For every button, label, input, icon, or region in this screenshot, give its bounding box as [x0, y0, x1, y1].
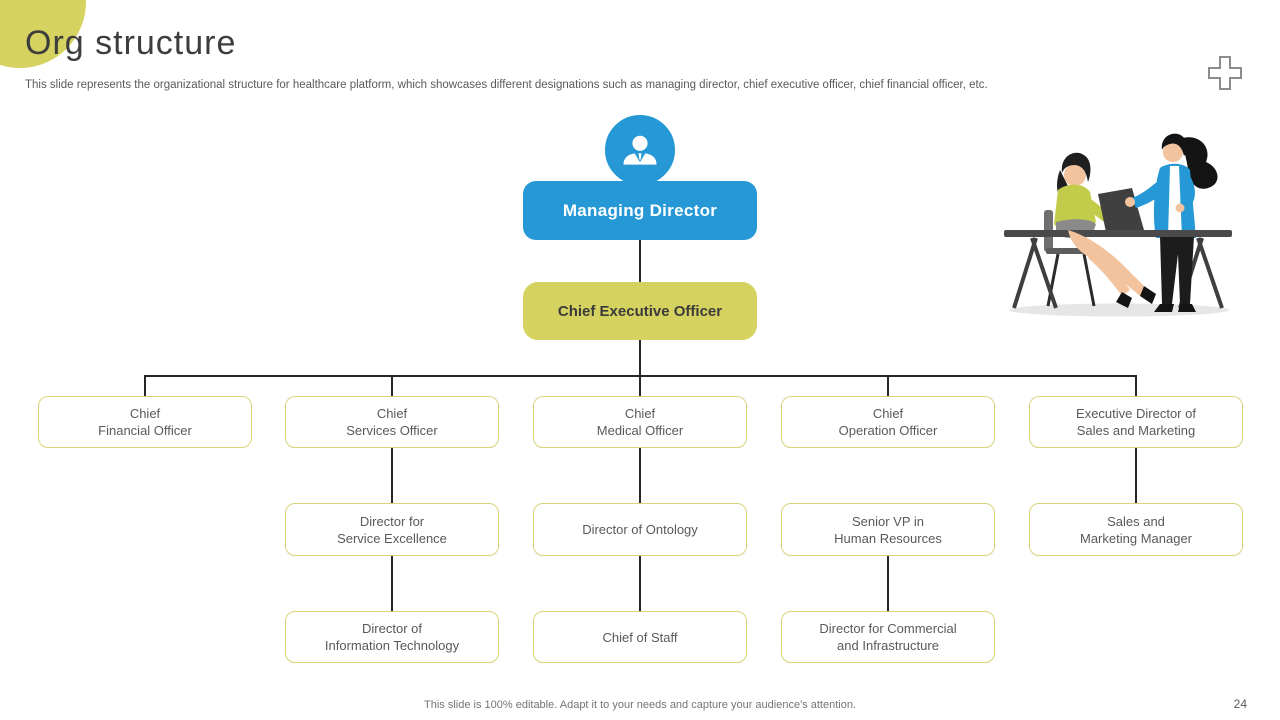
org-box-chief-of-staff: Chief of Staff [533, 611, 747, 663]
page-title: Org structure [25, 24, 237, 62]
org-box-senior-vp-human-resources: Senior VP in Human Resources [781, 503, 995, 556]
connector-line [1135, 375, 1137, 397]
org-box-managing-director: Managing Director [523, 181, 757, 240]
connector-line [639, 375, 641, 397]
plus-icon [1208, 56, 1242, 90]
connector-line [639, 240, 641, 283]
connector-line [391, 448, 393, 504]
connector-line [887, 375, 889, 397]
connector-line [391, 556, 393, 612]
page-number: 24 [1233, 697, 1247, 711]
connector-line [639, 556, 641, 612]
footer-note: This slide is 100% editable. Adapt it to… [424, 699, 856, 711]
org-box-chief-financial-officer: Chief Financial Officer [38, 396, 252, 448]
org-box-director-commercial-infrastructure: Director for Commercial and Infrastructu… [781, 611, 995, 663]
connector-line [887, 556, 889, 612]
org-box-director-of-ontology: Director of Ontology [533, 503, 747, 556]
org-box-chief-executive-officer: Chief Executive Officer [523, 282, 757, 340]
org-box-chief-operation-officer: Chief Operation Officer [781, 396, 995, 448]
org-box-executive-director-sales-marketing: Executive Director of Sales and Marketin… [1029, 396, 1243, 448]
page-subtitle: This slide represents the organizational… [25, 79, 988, 91]
connector-line [144, 375, 146, 397]
org-box-chief-medical-officer: Chief Medical Officer [533, 396, 747, 448]
org-box-director-service-excellence: Director for Service Excellence [285, 503, 499, 556]
org-box-sales-marketing-manager: Sales and Marketing Manager [1029, 503, 1243, 556]
connector-line [1135, 448, 1137, 504]
avatar [602, 112, 678, 188]
connector-line [391, 375, 393, 397]
connector-line [639, 448, 641, 504]
two-women-at-desk-illustration [1004, 133, 1232, 317]
org-box-director-information-technology: Director of Information Technology [285, 611, 499, 663]
org-box-chief-services-officer: Chief Services Officer [285, 396, 499, 448]
person-icon [623, 135, 657, 165]
connector-line [639, 340, 641, 376]
